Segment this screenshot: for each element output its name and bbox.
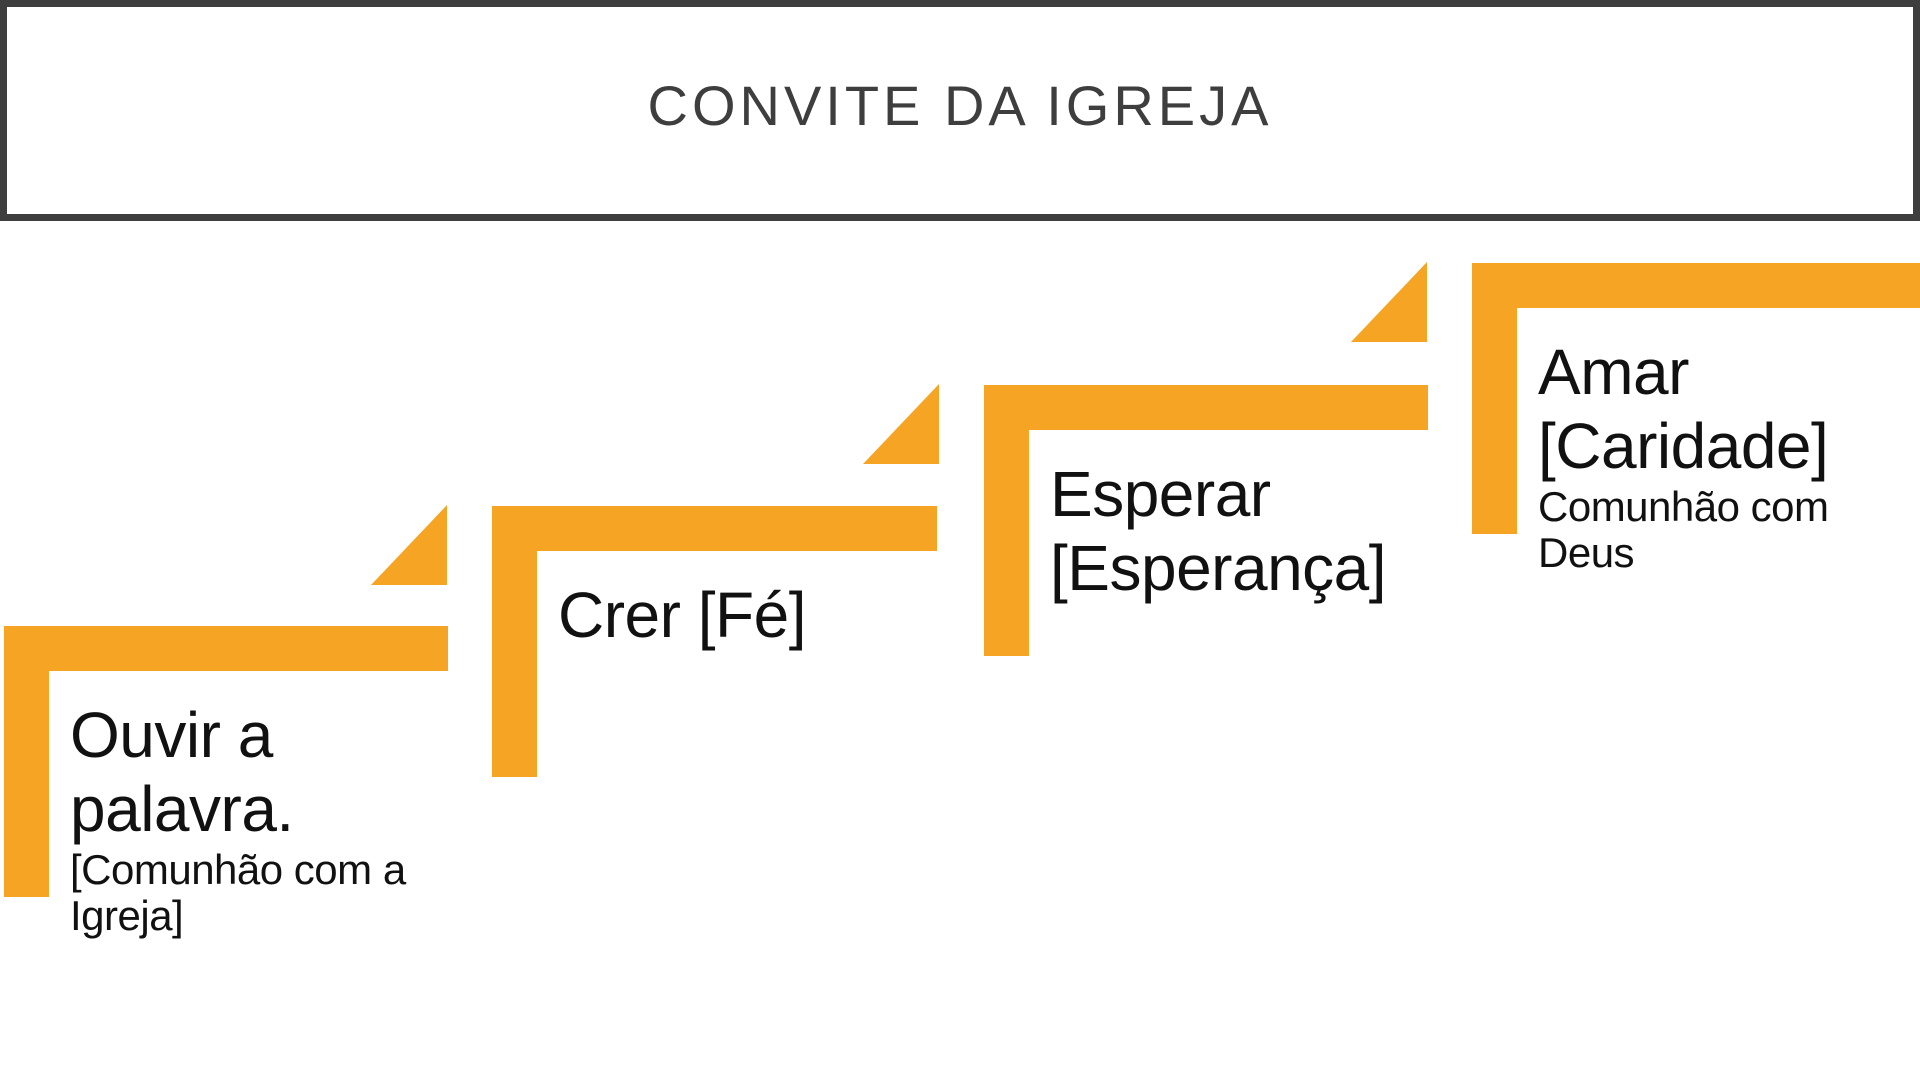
slide-title: CONVITE DA IGREJA <box>647 74 1273 137</box>
step-title: Amar [Caridade] <box>1538 336 1829 483</box>
title-box: CONVITE DA IGREJA <box>0 0 1920 221</box>
step-bar-vertical <box>984 385 1029 656</box>
step-bar-vertical <box>1472 263 1517 534</box>
step-text-block: Crer [Fé] <box>558 578 988 652</box>
step-text-block: Amar [Caridade] Comunhão com Deus <box>1538 335 1920 576</box>
step-bar-vertical <box>492 506 537 777</box>
step-bar-horizontal <box>4 626 448 671</box>
step-bar-horizontal <box>492 506 937 551</box>
step-subtitle: [Comunhão com a Igreja] <box>70 846 406 940</box>
step-bar-vertical <box>4 626 49 897</box>
ascending-triangle-icon <box>863 384 939 464</box>
step-title: Crer [Fé] <box>558 579 806 651</box>
step-title: Esperar [Esperança] <box>1050 458 1387 605</box>
step-title: Ouvir a palavra. <box>70 699 294 846</box>
step-subtitle: Comunhão com Deus <box>1538 483 1829 577</box>
ascending-triangle-icon <box>371 505 447 585</box>
step-bar-horizontal <box>984 385 1428 430</box>
step-text-block: Esperar [Esperança] <box>1050 457 1480 605</box>
step-text-block: Ouvir a palavra. [Comunhão com a Igreja] <box>70 698 500 939</box>
ascending-triangle-icon <box>1351 262 1427 342</box>
step-bar-horizontal <box>1472 263 1920 308</box>
